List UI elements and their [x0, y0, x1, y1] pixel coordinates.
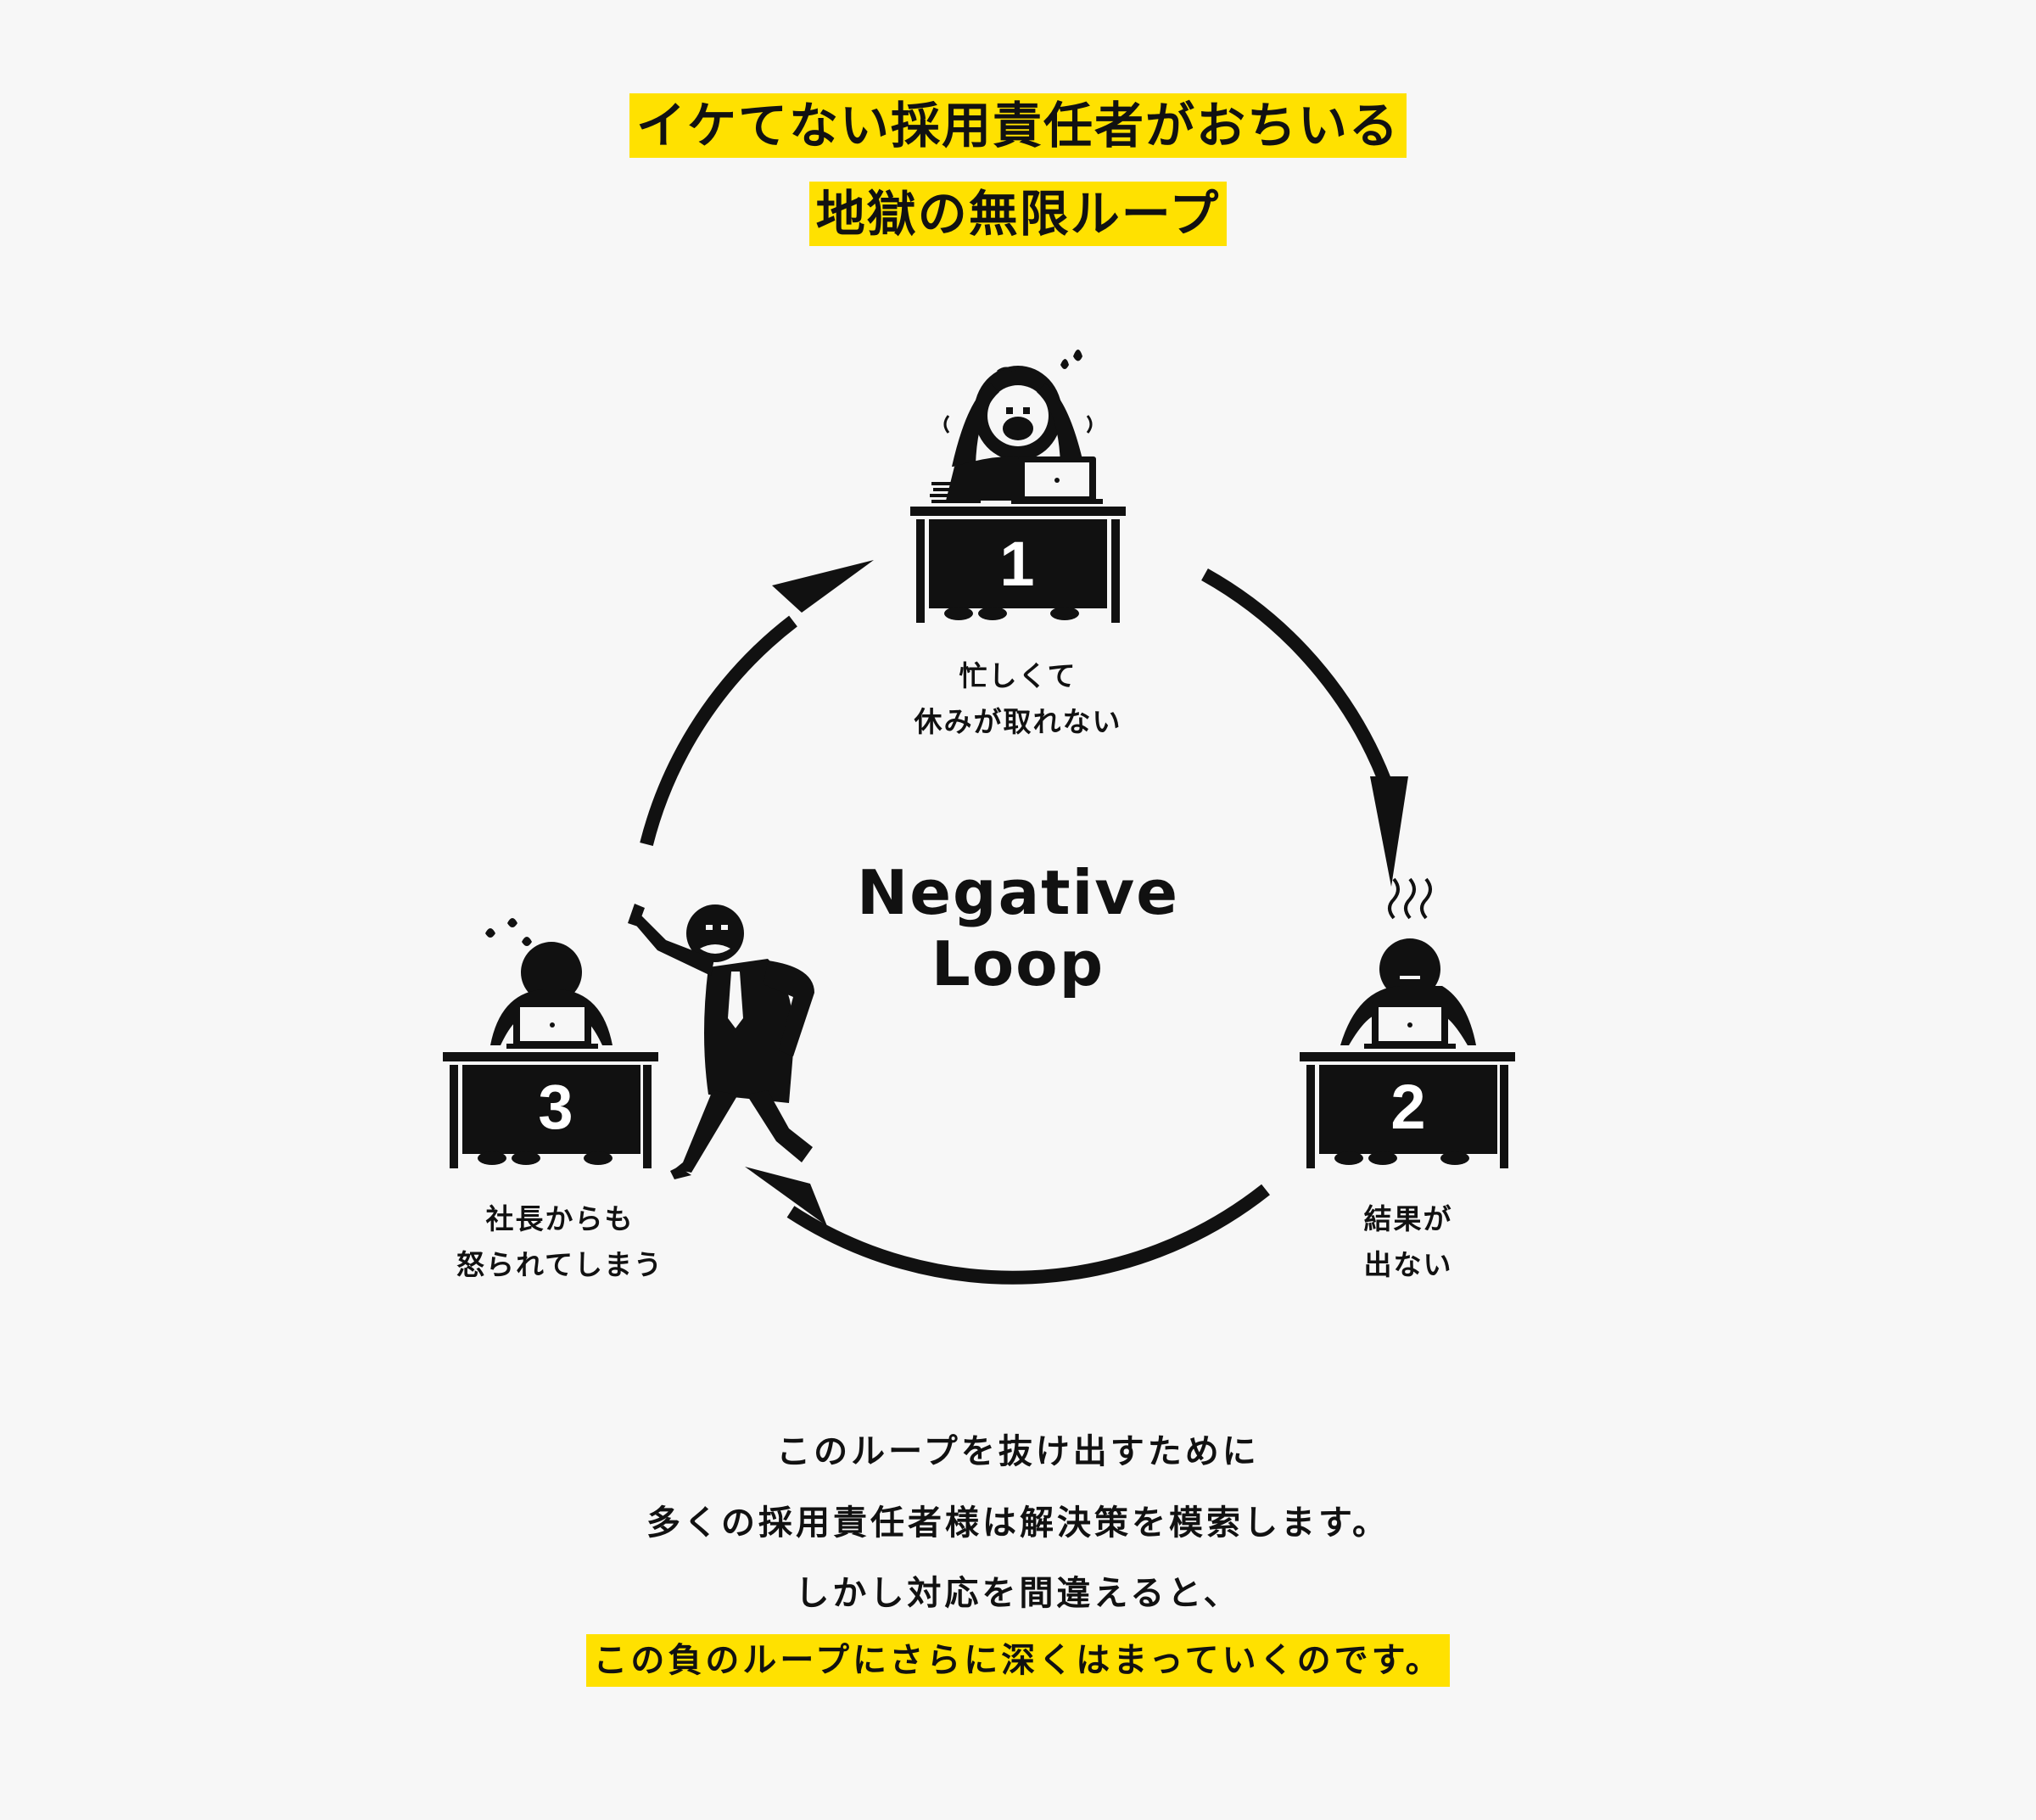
- loop-arrows: [640, 568, 1401, 1285]
- desk-2: [1300, 1052, 1515, 1168]
- title-line-2-wrap: 地獄の無限ループ: [0, 182, 2036, 246]
- step-2-caption: 結果が 出ない: [1281, 1196, 1535, 1288]
- body-line-3: しかし対応を間違えると、: [795, 1574, 1241, 1613]
- person-3-worker-icon: [485, 918, 612, 1049]
- body-line-4-wrap: この負のループにさらに深くはまっていくのです。: [0, 1634, 2036, 1687]
- body-line-4-highlight: この負のループにさらに深くはまっていくのです。: [586, 1634, 1450, 1687]
- body-line-2: 多くの採用責任者様は解決策を模索します。: [646, 1504, 1390, 1543]
- person-1-stressed-icon: [930, 350, 1103, 504]
- step-1-number: 1: [999, 529, 1034, 599]
- arrow-head-left: [772, 560, 874, 613]
- arrow-3-to-1: [640, 615, 797, 846]
- arrow-2-to-3: [786, 1184, 1270, 1285]
- title-line-2: 地獄の無限ループ: [808, 182, 1228, 246]
- step-1-caption-line-2: 休みが取れない: [914, 705, 1122, 738]
- center-label-line-2: Loop: [931, 928, 1105, 1000]
- center-label: Negative Loop: [806, 857, 1230, 1000]
- step-1-caption: 忙しくて 休みが取れない: [848, 653, 1188, 745]
- step-3-caption: 社長からも 怒られてしまう: [390, 1196, 730, 1288]
- desk-1: [910, 507, 1126, 623]
- body-line-1: このループを抜け出すために: [776, 1432, 1260, 1471]
- arrow-heads: [745, 560, 1408, 1226]
- desk-3: [443, 1052, 658, 1168]
- arrow-head-bottom: [745, 1167, 827, 1226]
- step-2-number: 2: [1390, 1072, 1425, 1142]
- arrow-1-to-2: [1201, 568, 1401, 809]
- title-line-1-wrap: イケてない採用責任者がおちいる: [0, 93, 2036, 158]
- step-2-caption-line-2: 出ない: [1363, 1248, 1453, 1281]
- person-2-tired-icon: [1340, 877, 1476, 1049]
- negative-loop-diagram: 1 2: [443, 350, 1515, 1285]
- arrow-head-right: [1370, 776, 1408, 887]
- angry-boss-icon: [628, 904, 814, 1179]
- step-3-caption-line-2: 怒られてしまう: [456, 1248, 663, 1281]
- title-line-1: イケてない採用責任者がおちいる: [629, 93, 1407, 158]
- step-2-caption-line-1: 結果が: [1363, 1202, 1453, 1235]
- step-3-number: 3: [538, 1072, 573, 1142]
- step-1-caption-line-1: 忙しくて: [959, 659, 1077, 692]
- center-label-line-1: Negative: [856, 857, 1180, 928]
- step-3-caption-line-1: 社長からも: [485, 1202, 635, 1235]
